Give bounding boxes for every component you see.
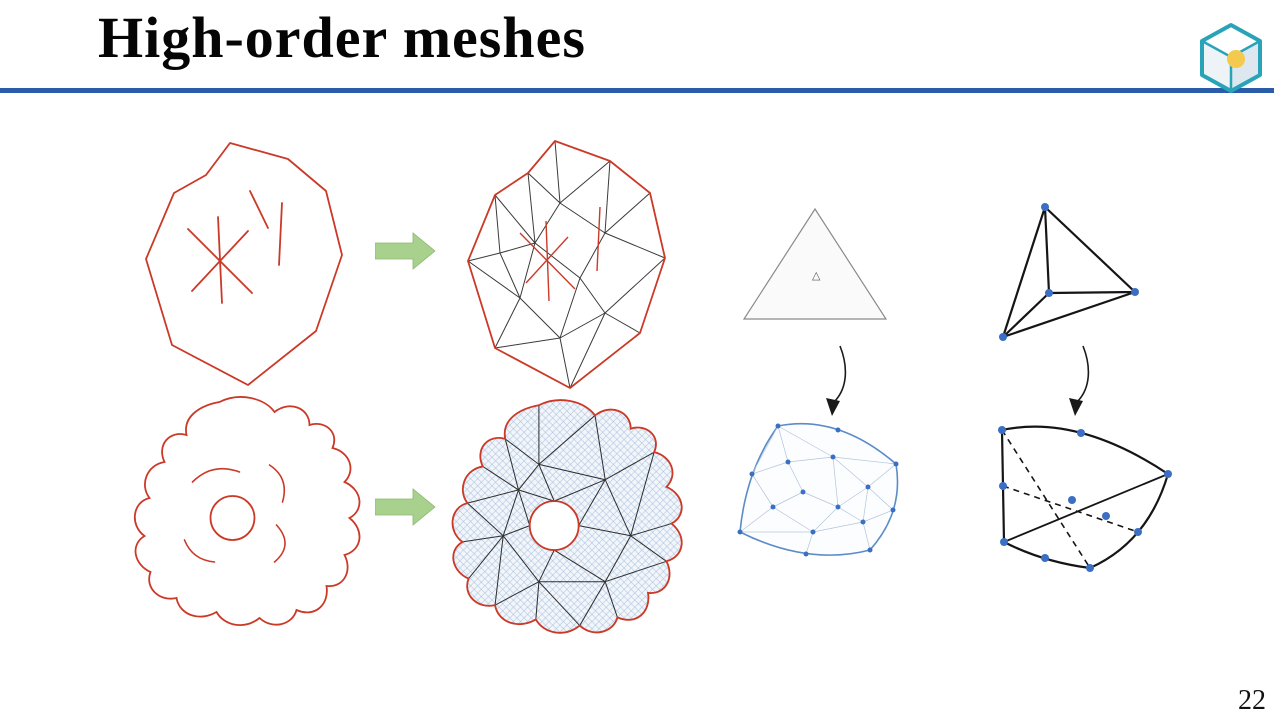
mesh-constrained-edges — [519, 206, 601, 302]
sketch-constraint-lines — [187, 190, 283, 304]
sketch-polygon-outline — [145, 142, 343, 386]
reference-triangle-figure: △ — [742, 207, 888, 320]
logo-gold-sphere — [1227, 50, 1245, 68]
mesh-interior-edges — [467, 140, 666, 389]
coreform-cube-logo — [1200, 23, 1262, 93]
curved-element-edges — [1000, 425, 1170, 570]
sketch-blob-outline — [134, 396, 361, 626]
curved-patch-nodes — [737, 423, 899, 557]
curved-element-figure — [998, 425, 1172, 572]
mesh-polygon-boundary — [467, 140, 666, 389]
block-arrow-right-icon — [375, 232, 436, 270]
arrow-right-shape — [375, 488, 436, 526]
polygon-sketch-figure — [145, 142, 343, 386]
curved-arrow-head — [826, 398, 840, 416]
arrow-right-shape — [375, 232, 436, 270]
page-number: 22 — [1238, 685, 1266, 716]
curved-element-diagonal — [1003, 473, 1169, 543]
block-arrow-right-icon — [375, 488, 436, 526]
title-underline-rule — [0, 88, 1274, 93]
curved-arrow-shaft — [833, 345, 847, 403]
polygon-mesh-figure — [467, 140, 666, 389]
curved-arrow-head — [1069, 398, 1083, 416]
curved-arrow-down-icon — [826, 345, 847, 416]
curved-patch-boundary — [739, 422, 899, 556]
nodal-triangle-edges — [1001, 205, 1137, 339]
curved-patch-figure — [737, 422, 899, 557]
curved-arrow-down-icon — [1069, 345, 1090, 416]
curved-patch-interior-mesh — [739, 425, 897, 555]
curved-element-hidden-edges — [1001, 429, 1139, 569]
reference-triangle-outline — [742, 207, 888, 320]
nodal-triangle-figure — [999, 203, 1139, 341]
blob-mesh-figure — [451, 399, 683, 634]
sketch-blob-hole — [209, 495, 256, 541]
nodal-triangle-nodes — [999, 203, 1139, 341]
blob-sketch-figure — [134, 396, 361, 626]
mesh-blob-boundary — [451, 399, 683, 634]
sketch-blob-constraints — [183, 464, 286, 563]
curved-arrow-shaft — [1076, 345, 1090, 403]
page-title: High-order meshes — [98, 5, 586, 70]
curved-element-nodes — [998, 426, 1172, 572]
reference-triangle-marker: △ — [812, 270, 821, 282]
mesh-blob-coarse-edges — [462, 405, 672, 626]
mesh-blob-hole — [528, 500, 580, 551]
